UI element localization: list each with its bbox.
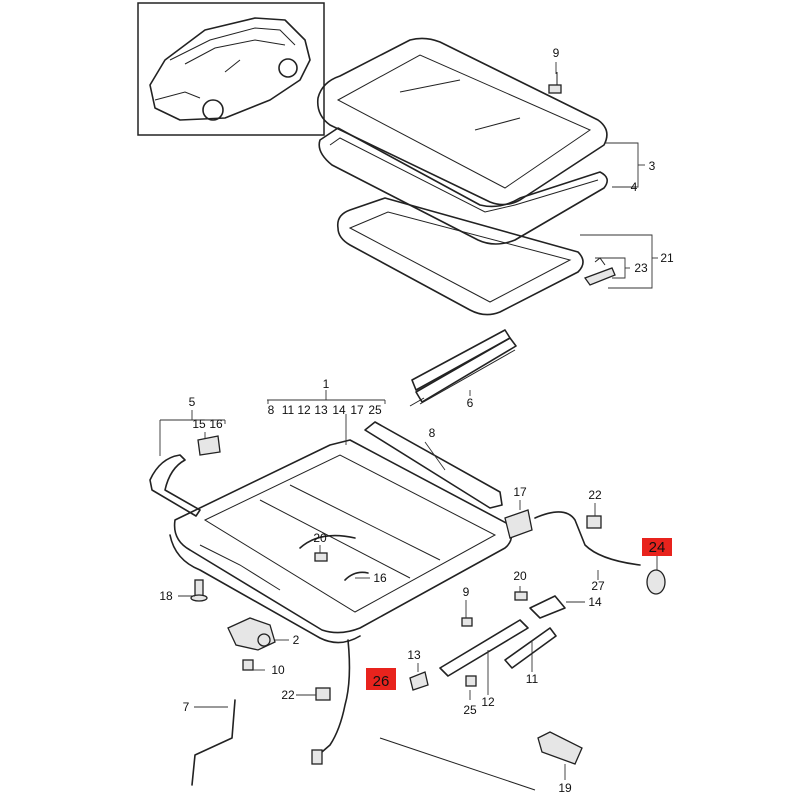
callout-17: 17 [513, 485, 527, 499]
callout-16-mid: 16 [373, 571, 387, 585]
callout-18: 18 [159, 589, 173, 603]
clip-22b [586, 515, 602, 529]
clip-22a [315, 687, 331, 701]
rail-assembly [409, 329, 517, 407]
callout-23: 23 [634, 261, 648, 275]
left-rail [149, 454, 201, 517]
callout-6: 6 [467, 396, 474, 410]
crank-tool [191, 699, 236, 786]
lower-frame [336, 197, 584, 316]
screw-top [548, 72, 562, 94]
callout-15: 15 [192, 417, 206, 431]
callout-5: 5 [189, 395, 196, 409]
callout-11: 11 [526, 672, 539, 686]
highlight-box-24 [642, 538, 672, 556]
callout-21: 21 [660, 251, 674, 265]
group-item: 12 [297, 403, 311, 417]
drain-hose-27 [534, 511, 641, 566]
group-item: 17 [350, 403, 364, 417]
side-rail [364, 421, 503, 509]
callout-2: 2 [293, 633, 300, 647]
clip-13 [409, 671, 429, 691]
group-item: 25 [368, 403, 382, 417]
callout-26: 26 [373, 673, 390, 690]
callout-22-right: 22 [588, 488, 602, 502]
clip-15 [197, 435, 221, 456]
mechanism [439, 591, 566, 687]
callout-3: 3 [649, 159, 656, 173]
callout-25: 25 [463, 703, 477, 717]
callout-20-left: 20 [313, 531, 327, 545]
callout-16-top: 16 [209, 417, 223, 431]
callout-labels: 1 2 3 4 5 6 7 8 9 9 10 11 12 13 14 15 16… [159, 46, 674, 795]
bolt-18 [190, 579, 208, 602]
callout-20-right: 20 [513, 569, 527, 583]
motor [227, 617, 276, 651]
seal-frame [318, 127, 608, 245]
clip-20a [314, 552, 328, 562]
drain-hose-26 [311, 639, 351, 765]
callout-4: 4 [631, 180, 638, 194]
callout-8: 8 [429, 426, 436, 440]
bracket-17 [504, 509, 533, 539]
callout-1: 1 [323, 377, 330, 391]
grease-tube [379, 731, 583, 791]
callout-22-left: 22 [281, 688, 295, 702]
group-1-numbers: 8 11 12 13 14 17 25 [268, 403, 382, 417]
callout-27: 27 [591, 579, 605, 593]
callout-12: 12 [481, 695, 495, 709]
highlight-box-26 [366, 668, 396, 690]
callout-13: 13 [407, 648, 421, 662]
callout-10: 10 [271, 663, 285, 677]
clip-part [583, 257, 616, 286]
callout-14: 14 [588, 595, 602, 609]
grommet-24 [646, 569, 666, 595]
callout-9-top: 9 [553, 46, 560, 60]
callout-24: 24 [649, 539, 666, 556]
group-item: 13 [314, 403, 328, 417]
callout-7: 7 [183, 700, 190, 714]
callout-19: 19 [558, 781, 572, 795]
clip-16 [299, 534, 369, 581]
bolt-10 [242, 659, 254, 671]
callout-9-bottom: 9 [463, 585, 470, 599]
group-item: 11 [282, 403, 295, 417]
group-item: 14 [332, 403, 346, 417]
glass-panel [316, 37, 608, 206]
leader-lines [159, 62, 658, 780]
vehicle-inset [137, 2, 325, 136]
group-item: 8 [268, 403, 275, 417]
